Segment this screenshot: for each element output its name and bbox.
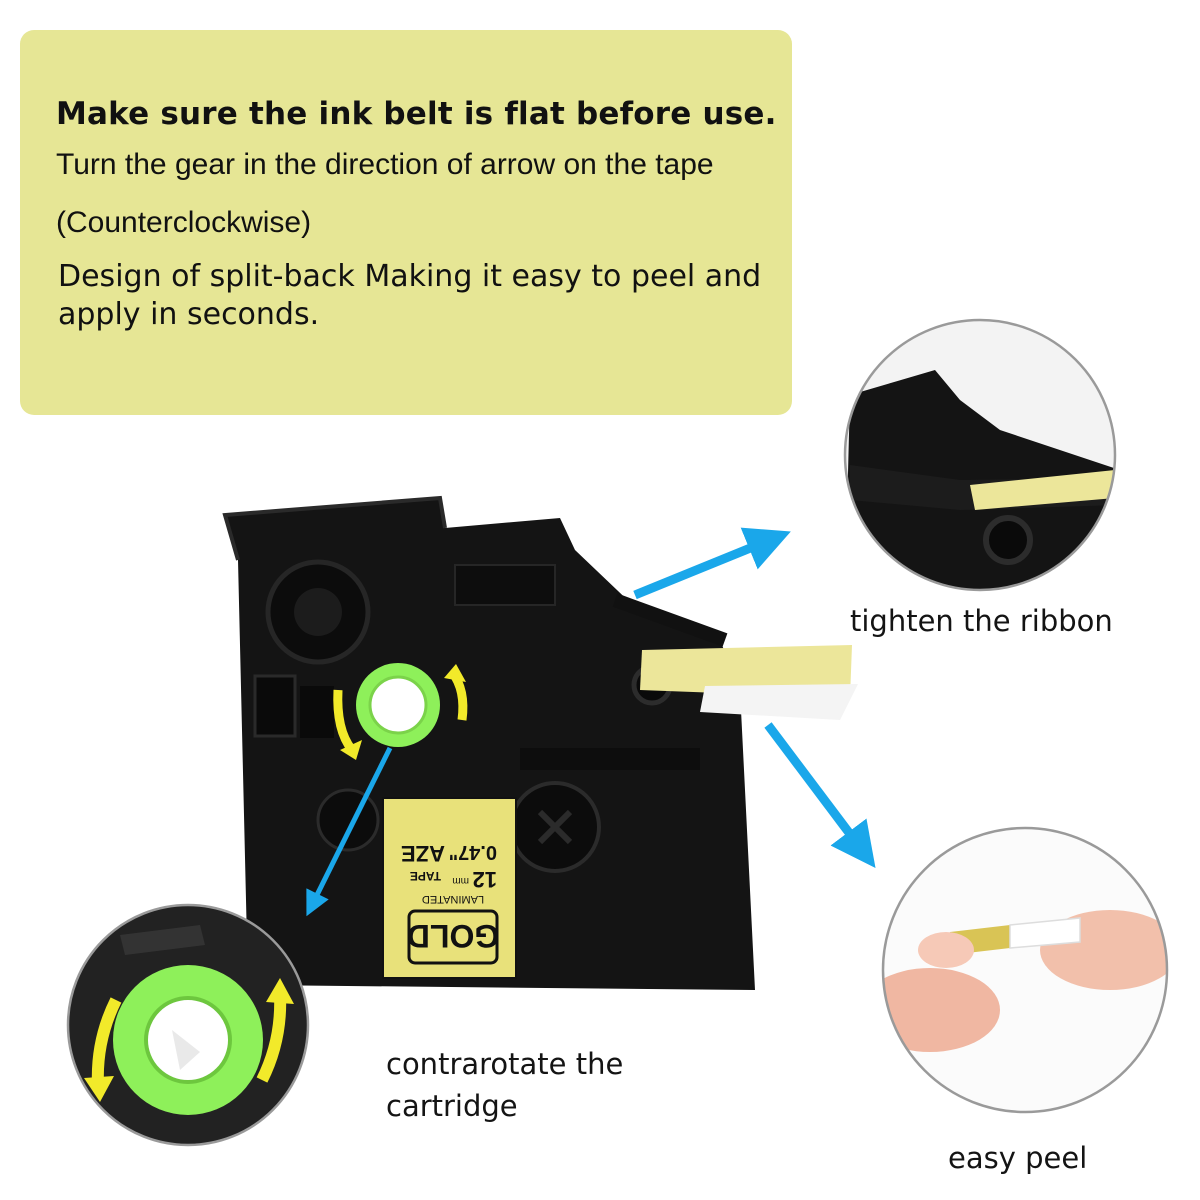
rotate-arrow-icon xyxy=(333,664,468,760)
info-gear-direction: Turn the gear in the direction of arrow … xyxy=(56,148,714,181)
info-heading: Make sure the ink belt is flat before us… xyxy=(56,96,777,132)
tighten-ribbon-label: tighten the ribbon xyxy=(850,604,1113,638)
cartridge-size-mm-unit: mm xyxy=(452,875,469,886)
contrarotate-label: contrarotate the cartridge xyxy=(386,1047,624,1123)
arrow-down-right-icon xyxy=(764,722,876,868)
cartridge-size-mm: 12 xyxy=(473,867,497,892)
arrow-down-left-icon xyxy=(306,746,393,917)
info-panel: Make sure the ink belt is flat before us… xyxy=(20,30,792,415)
cartridge-brand: GOLD xyxy=(407,918,499,954)
cartridge-laminated: LAMINATED xyxy=(422,893,484,905)
tighten-ribbon-closeup xyxy=(843,318,1117,592)
tape-cartridge: GOLD LAMINATED 12 mm 0.47" TAPE AZE xyxy=(222,495,858,990)
cartridge-series: AZE xyxy=(401,841,445,866)
contrarotate-closeup xyxy=(66,903,310,1147)
info-counterclockwise: (Counterclockwise) xyxy=(56,206,312,239)
info-split-back: Design of split-back Making it easy to p… xyxy=(58,259,762,332)
cartridge-tape: TAPE xyxy=(410,869,441,883)
rotate-arrow-icon xyxy=(84,978,294,1102)
arrow-right-icon xyxy=(633,527,791,600)
easy-peel-closeup xyxy=(881,826,1169,1114)
gear-icon xyxy=(356,663,440,747)
easy-peel-label: easy peel xyxy=(948,1141,1088,1175)
cartridge-size-inch: 0.47" xyxy=(449,841,497,863)
